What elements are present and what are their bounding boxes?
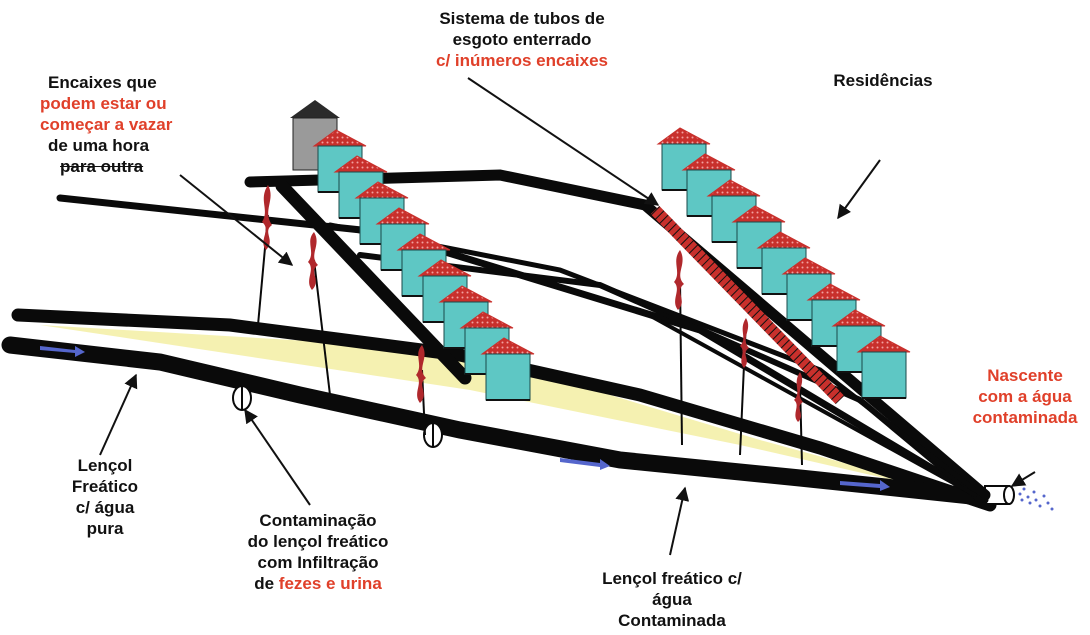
label-contaminacao: Contaminação do lençol freático com Infi… — [247, 511, 389, 593]
label-sistema-tubos: Sistema de tubos de esgoto enterrado c/ … — [436, 9, 608, 70]
house-row-right — [656, 127, 911, 399]
house-row-left — [312, 129, 535, 401]
house-icon — [480, 337, 535, 401]
label-lencol-contaminado: Lençol freático c/ água Contaminada — [602, 569, 742, 630]
house-icon — [856, 335, 911, 399]
label-lencol-puro: Lençol Freático c/ água pura — [71, 456, 139, 538]
leak-icon — [262, 185, 803, 422]
groundwater-upper-pipe — [11, 308, 997, 512]
annotation-arrows — [99, 77, 1036, 556]
label-residencias: Residências — [833, 71, 933, 90]
pipe-joint-icon — [232, 385, 443, 448]
label-encaixes: Encaixes que podem estar ou começar a va… — [40, 73, 173, 176]
flow-arrow-icon — [40, 346, 890, 491]
groundwater-lower-pipe — [1, 336, 999, 507]
hatched-sewer-pipe — [650, 205, 845, 405]
label-nascente: Nascente com a água contaminada — [972, 366, 1078, 427]
